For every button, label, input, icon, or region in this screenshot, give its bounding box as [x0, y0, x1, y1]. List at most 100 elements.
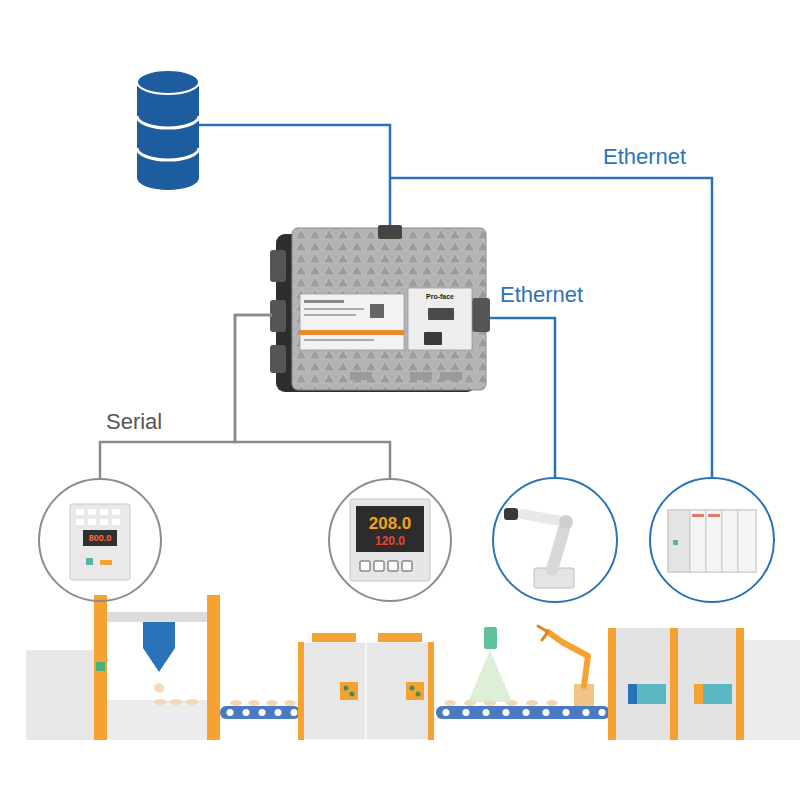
indicator	[410, 686, 415, 691]
roller	[483, 709, 490, 716]
qr-code	[370, 304, 384, 318]
controller-key	[360, 561, 370, 571]
product	[186, 699, 198, 705]
control-panel	[694, 684, 732, 704]
keypad	[86, 558, 93, 565]
controller-display	[356, 506, 424, 552]
control-panel	[694, 684, 703, 704]
control-panel	[628, 684, 666, 704]
warning-strip	[300, 330, 404, 335]
rating-label	[300, 294, 404, 350]
hmi-tab	[410, 372, 432, 380]
led-display	[83, 530, 117, 546]
cabinet	[612, 628, 740, 740]
circle-outline	[329, 479, 451, 601]
pv-readout: 208.0	[369, 515, 412, 532]
controller-circle: 208.0 120.0	[328, 478, 452, 602]
dispenser	[143, 622, 175, 672]
hmi-illustration	[270, 225, 490, 392]
product	[266, 700, 278, 706]
plc-module	[738, 510, 756, 572]
network-label: Ethernet	[603, 145, 686, 169]
roller	[243, 709, 250, 716]
label-line	[304, 300, 344, 303]
controller-illustration	[328, 478, 452, 602]
usb-port	[428, 308, 454, 320]
controller-key	[374, 561, 384, 571]
circle-outline	[39, 479, 161, 601]
oven-unit	[366, 642, 432, 740]
led-readout: 800.0	[89, 534, 112, 543]
database-ring	[137, 116, 199, 128]
roller	[275, 709, 282, 716]
inverter-box	[70, 504, 130, 580]
rollers	[227, 709, 298, 716]
oven-cap	[378, 633, 422, 642]
oven-panel	[406, 682, 424, 700]
product	[230, 700, 242, 706]
inverter-circle: 800.0	[38, 478, 162, 602]
machine-base	[107, 700, 207, 740]
product	[248, 700, 260, 706]
hmi-clip	[472, 298, 490, 332]
controller-box	[350, 499, 430, 581]
indicator	[350, 692, 355, 697]
vent	[100, 509, 108, 515]
camera	[484, 627, 497, 649]
machine-beam	[107, 612, 207, 622]
sv-readout: 120.0	[375, 535, 405, 547]
hmi-tab	[350, 372, 372, 380]
conveyor	[436, 706, 610, 719]
robot-arm	[548, 632, 588, 686]
vent	[88, 509, 96, 515]
rollers	[443, 709, 606, 716]
serial-cable	[235, 315, 390, 478]
frame-pillar	[608, 628, 616, 740]
robot-illustration	[493, 478, 617, 602]
roller	[443, 709, 450, 716]
droplet	[154, 683, 164, 693]
roller	[291, 709, 298, 716]
camera-beam	[468, 650, 512, 702]
roller	[543, 709, 550, 716]
vent	[88, 519, 96, 525]
vent	[112, 519, 120, 525]
oven-cap	[312, 633, 356, 642]
plc-led	[708, 514, 720, 517]
device-circle	[650, 478, 774, 602]
vent	[76, 509, 84, 515]
plc-module	[668, 510, 690, 572]
indicator	[344, 686, 349, 691]
hmi-body	[292, 228, 486, 390]
roller	[563, 709, 570, 716]
device-circle	[493, 478, 617, 602]
frame-pillar	[670, 628, 678, 740]
oven-panel	[340, 682, 358, 700]
vent	[76, 519, 84, 525]
inverter-vents	[76, 509, 120, 525]
plc-rack	[668, 510, 756, 572]
cabinet	[740, 640, 800, 740]
network-label: Ethernet	[500, 283, 583, 307]
ethernet-wire	[490, 318, 555, 478]
label-line	[304, 308, 364, 310]
brand-text: Pro-face	[426, 293, 454, 300]
hmi-clip	[270, 300, 286, 332]
plc-led	[673, 540, 678, 545]
robot-gripper	[504, 508, 518, 520]
product	[526, 700, 538, 706]
database-top	[137, 70, 199, 94]
conveyor	[220, 706, 300, 719]
hmi-clip	[378, 225, 402, 239]
controller-key	[388, 561, 398, 571]
machine-box	[26, 650, 98, 740]
robot-claw	[538, 626, 548, 640]
frame-pillar	[298, 642, 304, 740]
plc-led	[692, 514, 704, 517]
product	[444, 700, 456, 706]
roller	[227, 709, 234, 716]
vent	[112, 509, 120, 515]
